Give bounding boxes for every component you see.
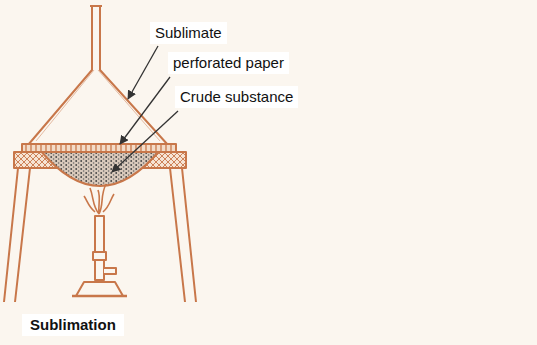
leader-arrow xyxy=(128,46,158,99)
tripod-leg xyxy=(170,168,196,302)
part-label: Sublimate xyxy=(150,22,227,44)
china-dish xyxy=(40,150,160,186)
burner-tube xyxy=(95,216,104,280)
leader-arrow xyxy=(112,111,178,172)
burner-base xyxy=(76,282,123,296)
perforated-paper xyxy=(22,144,176,152)
part-label: perforated paper xyxy=(168,52,289,74)
leader-arrow xyxy=(120,77,170,144)
tripod-leg xyxy=(4,168,30,302)
caption: Sublimation xyxy=(22,314,124,336)
part-label: Crude substance xyxy=(175,86,298,108)
funnel xyxy=(28,6,168,145)
flame xyxy=(84,184,114,214)
